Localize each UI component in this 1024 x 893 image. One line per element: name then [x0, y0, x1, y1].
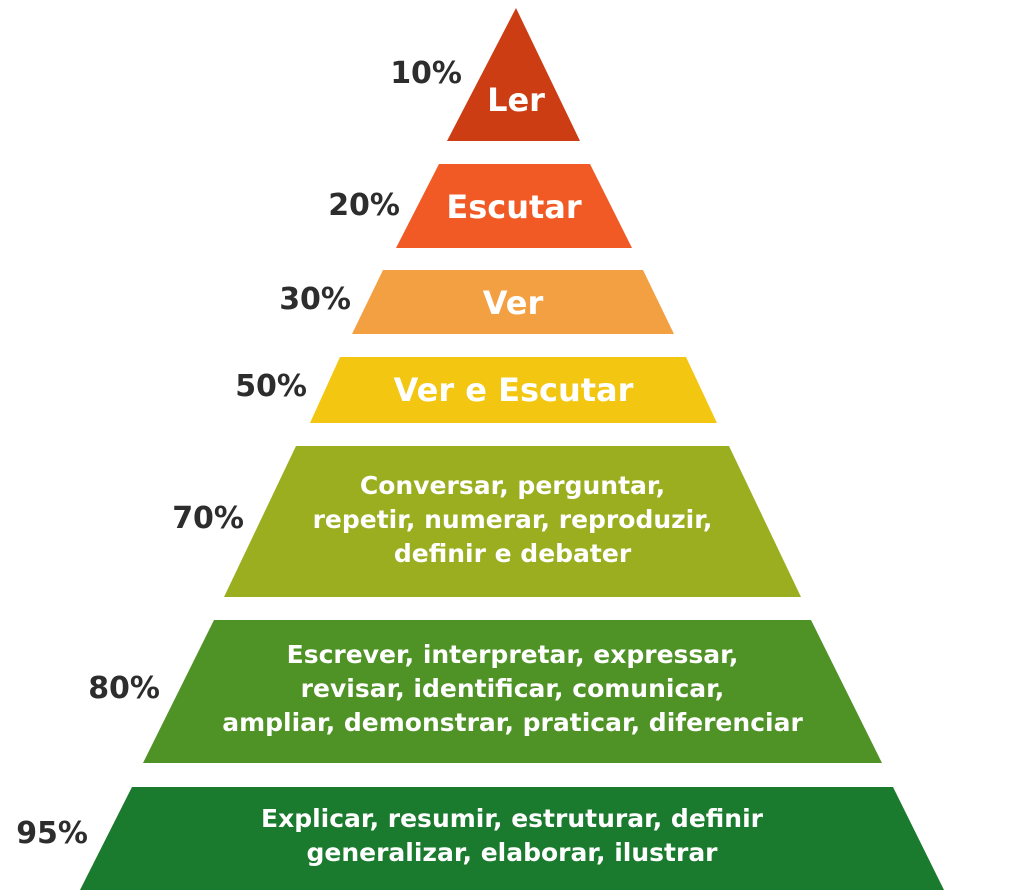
pyramid-level-1	[447, 8, 580, 141]
level-text-line: ampliar, demonstrar, praticar, diferenci…	[222, 708, 803, 737]
level-text-line: Escutar	[446, 188, 582, 226]
pyramid-level-4	[310, 357, 717, 423]
pyramid-level-7	[80, 787, 944, 890]
percent-label-4: 50%	[235, 369, 307, 404]
level-text-4: Ver e Escutar	[394, 371, 634, 409]
level-text-line: Conversar, perguntar,	[359, 471, 666, 500]
level-text-6: Escrever, interpretar, expressar, revisar…	[222, 638, 803, 740]
level-text-line: generalizar, elaborar, ilustrar	[306, 838, 718, 867]
level-text-2: Escutar	[446, 188, 581, 226]
level-text-3: Ver	[483, 284, 544, 322]
level-text-line: Ver	[482, 284, 544, 322]
pyramid-level-6	[143, 620, 882, 763]
level-text-line: repetir, numerar, reproduzir,	[312, 505, 713, 534]
pyramid-level-5	[224, 446, 801, 597]
level-text-line: Ler	[487, 81, 545, 119]
level-text-5: Conversar, perguntar, repetir, numerar, r…	[313, 469, 713, 571]
level-text-line: Escrever, interpretar, expressar,	[286, 640, 739, 669]
percent-label-6: 80%	[88, 671, 160, 706]
level-text-line: definir e debater	[393, 539, 632, 568]
percent-label-2: 20%	[328, 188, 400, 223]
pyramid-level-2	[396, 164, 632, 248]
percent-label-1: 10%	[390, 56, 462, 91]
level-text-line: Explicar, resumir, estruturar, definir	[260, 804, 764, 833]
level-text-line: revisar, identificar, comunicar,	[300, 674, 725, 703]
percent-label-3: 30%	[279, 282, 351, 317]
percent-label-5: 70%	[172, 501, 244, 536]
level-text-line: Ver e Escutar	[393, 371, 634, 409]
pyramid-level-3	[352, 270, 674, 334]
percent-label-7: 95%	[16, 816, 88, 851]
level-text-1: Ler	[487, 81, 545, 119]
level-text-7: Explicar, resumir, estruturar, definir ge…	[261, 802, 763, 870]
